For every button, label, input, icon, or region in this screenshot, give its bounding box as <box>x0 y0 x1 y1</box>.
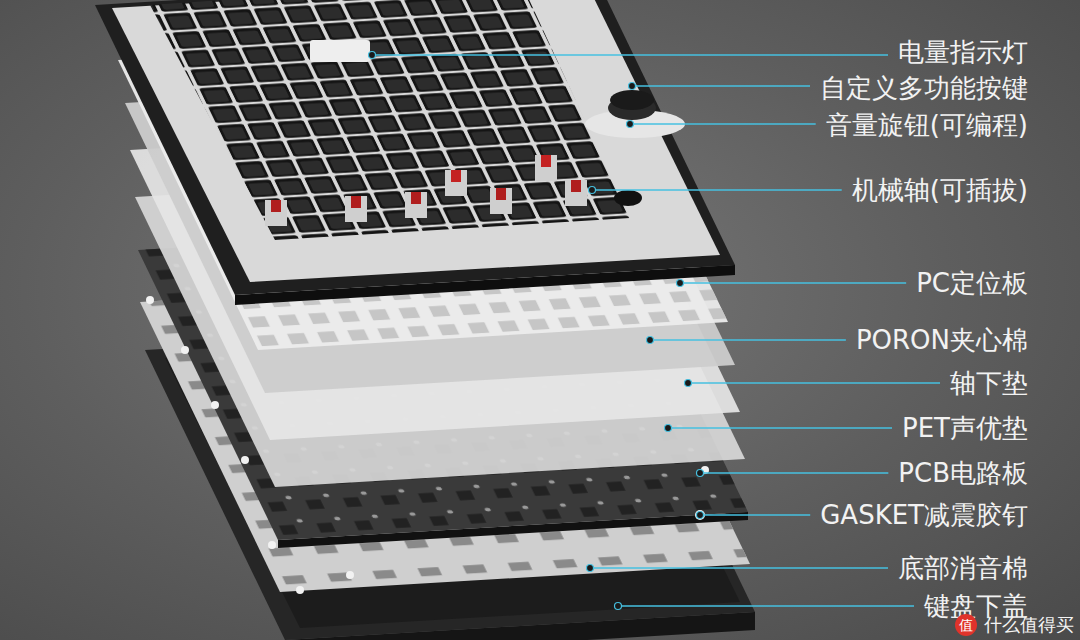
part-label: 电量指示灯 <box>898 37 1028 67</box>
leader-dot <box>677 280 684 287</box>
leader-dot <box>697 470 704 477</box>
part-label: 音量旋钮(可编程) <box>826 110 1028 140</box>
leader-line <box>590 567 888 569</box>
leader-line <box>668 427 892 429</box>
battery-indicator <box>310 40 370 62</box>
leader-dot <box>369 52 376 59</box>
watermark-text: 什么值得买 <box>984 614 1074 636</box>
leader-line <box>700 472 888 474</box>
top-case <box>95 0 735 295</box>
keycaps <box>150 0 630 240</box>
leader-line <box>700 514 810 516</box>
leader-line <box>372 54 888 56</box>
part-label: PCB电路板 <box>898 458 1028 488</box>
part-label: PET声优垫 <box>902 413 1028 443</box>
leader-dot <box>587 565 594 572</box>
leader-line <box>632 85 810 87</box>
leader-line <box>650 339 846 341</box>
leader-dot <box>685 380 692 387</box>
leader-dot <box>589 187 596 194</box>
leader-line <box>680 282 906 284</box>
part-label: 轴下垫 <box>950 368 1028 398</box>
leader-line <box>592 189 842 191</box>
switches <box>265 155 587 226</box>
part-label: GASKET减震胶钉 <box>820 500 1028 530</box>
part-label: PORON夹心棉 <box>856 325 1028 355</box>
part-label: 自定义多功能按键 <box>820 73 1028 103</box>
leader-dot <box>647 337 654 344</box>
usb-port <box>614 190 642 206</box>
plate-visible <box>112 0 720 282</box>
volume-knob <box>585 90 685 138</box>
leader-line <box>618 605 914 607</box>
leader-dot <box>665 425 672 432</box>
leader-dot <box>697 512 704 519</box>
part-label: PC定位板 <box>916 268 1028 298</box>
leader-dot <box>627 121 634 128</box>
leader-line <box>630 123 816 125</box>
leader-dot <box>629 83 636 90</box>
leader-dot <box>615 603 622 610</box>
leader-line <box>688 382 940 384</box>
watermark-icon: 值 <box>955 614 977 636</box>
part-label: 机械轴(可插拔) <box>852 175 1028 205</box>
part-label: 底部消音棉 <box>898 553 1028 583</box>
